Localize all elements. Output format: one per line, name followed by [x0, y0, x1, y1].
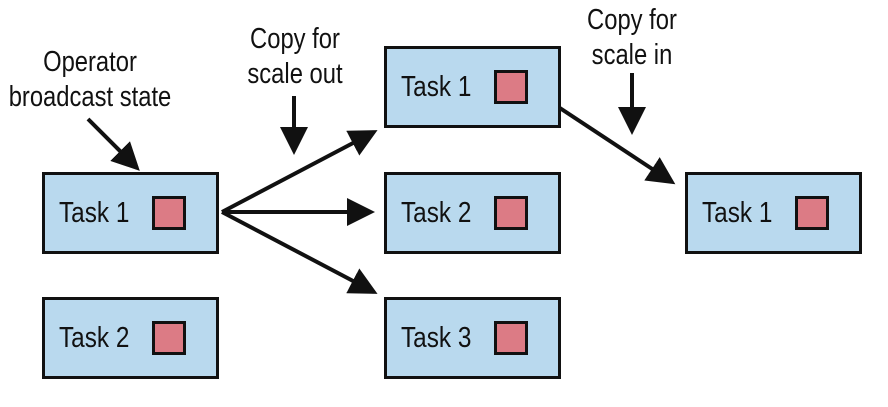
- broadcast-state-square: [494, 196, 528, 230]
- broadcast-state-square: [795, 196, 829, 230]
- copy-arrow-to-task-3: [221, 210, 378, 294]
- scale-out-label-line-1: Copy for: [250, 23, 340, 55]
- operator-pointer-arrow: [86, 117, 140, 171]
- scaled-out-task-2: Task 2: [384, 172, 561, 254]
- original-task-1: Task 1: [42, 172, 219, 254]
- task-label: Task 3: [401, 321, 472, 354]
- operator-label-line-2: broadcast state: [8, 81, 172, 113]
- scaled-in-task-1: Task 1: [685, 172, 862, 254]
- task-label: Task 2: [59, 321, 130, 354]
- scaled-out-task-3: Task 3: [384, 297, 561, 379]
- scaled-out-task-1: Task 1: [384, 46, 561, 128]
- operator-label-line-1: Operator: [43, 46, 137, 78]
- task-label: Task 1: [401, 70, 472, 103]
- broadcast-state-square: [152, 321, 186, 355]
- copy-arrow-to-task-1: [221, 130, 378, 214]
- broadcast-state-square: [494, 70, 528, 104]
- scale-in-label: Copy for scale in: [579, 3, 686, 73]
- broadcast-state-square: [152, 196, 186, 230]
- scale-out-label-line-2: scale out: [247, 58, 343, 90]
- original-task-2: Task 2: [42, 297, 219, 379]
- task-label: Task 1: [59, 196, 130, 229]
- scale-out-label: Copy for scale out: [238, 22, 353, 92]
- task-label: Task 1: [702, 196, 773, 229]
- scale-in-label-line-2: scale in: [591, 39, 673, 71]
- task-label: Task 2: [401, 196, 472, 229]
- operator-broadcast-state-label: Operator broadcast state: [8, 45, 172, 115]
- broadcast-state-square: [494, 321, 528, 355]
- scale-in-label-line-1: Copy for: [587, 4, 677, 36]
